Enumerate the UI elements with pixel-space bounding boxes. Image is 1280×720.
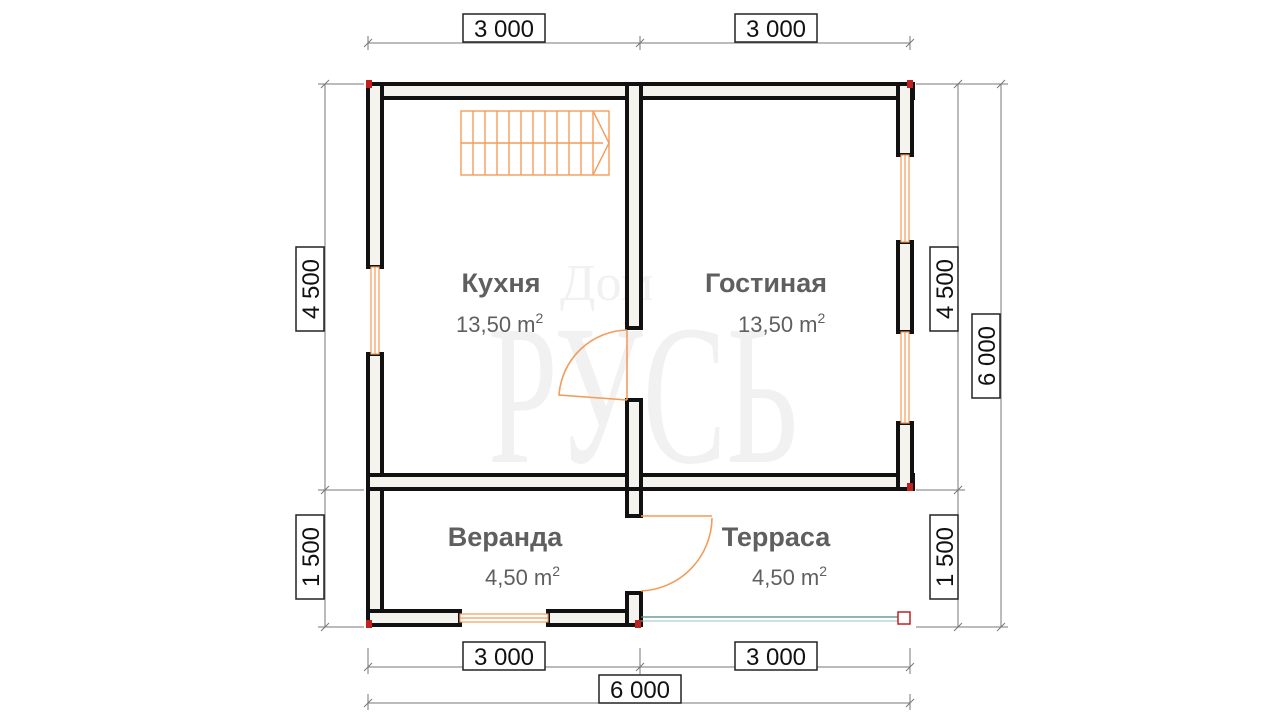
- wall-veranda-stub-lower: [625, 591, 643, 627]
- dim-top-right: 3 000: [746, 16, 806, 43]
- room-kitchen-name: Кухня: [462, 268, 541, 298]
- dim-left-upper: 4 500: [298, 259, 325, 319]
- room-living-area: 13,50 m: [738, 312, 818, 337]
- dim-bottom-total-box: [598, 674, 682, 704]
- dim-right-upper: 4 500: [932, 259, 959, 319]
- wall-veranda-left: [366, 487, 384, 627]
- dimension-right-total: 6 000: [965, 79, 1008, 632]
- corner-markers: [366, 80, 913, 628]
- doors: [558, 329, 713, 592]
- dim-top-left-box: [462, 13, 546, 43]
- dim-bottom-right-box: [734, 641, 818, 671]
- room-terrace: Терраса 4,50 m2: [722, 522, 832, 590]
- dimension-bottom: 3 000 3 000 6 000: [363, 641, 915, 710]
- terrace-post: [897, 611, 911, 625]
- dim-right-total: 6 000: [974, 326, 1001, 386]
- dim-right-lower-box: [929, 514, 959, 600]
- wall-right-middle: [896, 240, 914, 334]
- dim-top-left: 3 000: [474, 16, 534, 43]
- wall-right-top: [896, 82, 914, 157]
- room-veranda-name: Веранда: [448, 522, 563, 552]
- room-kitchen-unit-sup: 2: [536, 310, 544, 326]
- dim-right-lower: 1 500: [932, 527, 959, 587]
- windows: [370, 154, 910, 623]
- dim-left-upper-box: [295, 246, 325, 332]
- staircase: [460, 110, 610, 176]
- room-kitchen-area-line: 13,50 m2: [456, 310, 544, 337]
- room-veranda: Веранда 4,50 m2: [448, 522, 563, 590]
- room-veranda-unit-sup: 2: [552, 563, 560, 579]
- room-terrace-area: 4,50 m: [752, 565, 819, 590]
- wall-left-middle: [366, 352, 384, 491]
- room-kitchen-area: 13,50 m: [456, 312, 536, 337]
- wall-left-upper: [366, 82, 384, 269]
- room-veranda-area: 4,50 m: [485, 565, 552, 590]
- corner-marker-bottom-left: [366, 620, 372, 628]
- corner-marker-top-left: [366, 80, 372, 88]
- corner-marker-top-right: [907, 80, 913, 88]
- room-terrace-name: Терраса: [722, 522, 832, 552]
- room-living: Гостиная 13,50 m2: [705, 268, 827, 337]
- wall-veranda-bottom-left: [366, 609, 462, 627]
- room-veranda-area-line: 4,50 m2: [485, 563, 560, 590]
- dimension-left: 4 500 1 500: [295, 79, 364, 632]
- room-terrace-area-line: 4,50 m2: [752, 563, 827, 590]
- terrace-railing: [641, 611, 911, 625]
- dim-top-right-box: [734, 13, 818, 43]
- dim-bottom-right: 3 000: [746, 644, 806, 671]
- wall-right-bottom: [896, 421, 914, 491]
- dim-left-lower-box: [295, 514, 325, 600]
- dimension-top: 3 000 3 000: [363, 13, 915, 50]
- corner-marker-bottom-mid: [635, 620, 641, 628]
- dim-left-lower: 1 500: [298, 527, 325, 587]
- dim-bottom-total: 6 000: [610, 677, 670, 704]
- room-terrace-unit-sup: 2: [819, 563, 827, 579]
- dim-bottom-left: 3 000: [474, 644, 534, 671]
- dim-right-upper-box: [929, 246, 959, 332]
- walls: [366, 82, 915, 627]
- dim-right-total-box: [971, 313, 1001, 399]
- wall-partition-upper: [625, 82, 643, 330]
- dimension-right-inner: 4 500 1 500: [916, 79, 965, 632]
- room-living-name: Гостиная: [705, 268, 827, 298]
- door-veranda-terrace: [640, 515, 713, 592]
- wall-partition-lower: [625, 398, 643, 491]
- room-living-area-line: 13,50 m2: [738, 310, 826, 337]
- dim-bottom-left-box: [462, 641, 546, 671]
- room-kitchen: Кухня 13,50 m2: [456, 268, 544, 337]
- wall-veranda-stub-upper: [625, 487, 643, 518]
- door-kitchen-living: [558, 329, 628, 401]
- corner-marker-mid-right: [907, 483, 913, 491]
- room-living-unit-sup: 2: [818, 310, 826, 326]
